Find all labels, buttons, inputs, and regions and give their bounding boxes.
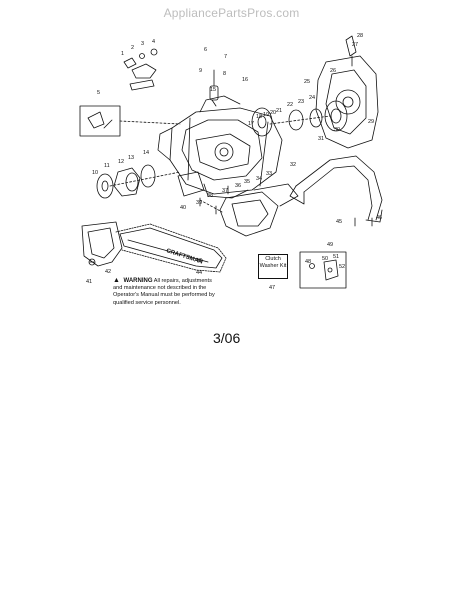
warning-heading: WARNING [123, 278, 153, 284]
front-handle [289, 155, 383, 223]
item-5-box [79, 105, 181, 137]
air-filter-parts [123, 48, 158, 91]
warning-notice: ▲ WARNING All repairs, adjustments and m… [113, 277, 217, 307]
part-number-29: 29 [368, 119, 374, 125]
part-number-35: 35 [244, 179, 250, 185]
part-number-16: 16 [242, 77, 248, 83]
cover-screws [199, 185, 229, 215]
part-number-25: 25 [304, 79, 310, 85]
part-number-10: 10 [92, 170, 98, 176]
part-number-36: 36 [235, 183, 241, 189]
part-number-51: 51 [333, 254, 339, 260]
part-number-39: 39 [196, 200, 202, 206]
part-number-52: 52 [339, 264, 345, 270]
part-number-5: 5 [97, 90, 100, 96]
guide-bar [119, 227, 223, 269]
handle-screws [354, 217, 373, 227]
part-number-11: 11 [104, 163, 110, 169]
part-number-15: 15 [210, 87, 216, 93]
starter-assembly [315, 35, 379, 149]
warning-text: All repairs, adjustments and maintenance… [113, 278, 215, 306]
part-number-48: 48 [305, 259, 311, 265]
part-number-3: 3 [141, 41, 144, 47]
part-number-30: 30 [334, 127, 340, 133]
part-number-2: 2 [131, 45, 134, 51]
clutch-parts [96, 164, 181, 199]
part-number-8: 8 [223, 71, 226, 77]
flywheel-parts [251, 100, 348, 137]
part-number-18: 18 [256, 114, 262, 120]
part-number-24: 24 [309, 95, 315, 101]
item-49-box [299, 251, 347, 289]
part-number-22: 22 [287, 102, 293, 108]
clutch-washer-kit-label: Clutch Washer Kit [258, 254, 288, 279]
part-number-41: 41 [86, 279, 92, 285]
part-number-32: 32 [290, 162, 296, 168]
part-number-33: 33 [266, 171, 272, 177]
part-number-46: 46 [376, 215, 382, 221]
sprocket-cover [177, 171, 299, 237]
part-number-31: 31 [318, 136, 324, 142]
part-number-labels: 1 2 3 4 5 6 7 8 9 10 11 12 13 14 15 16 1… [86, 33, 382, 291]
part-number-7: 7 [224, 54, 227, 60]
part-number-14: 14 [143, 150, 149, 156]
part-number-20: 20 [270, 110, 276, 116]
warning-triangle-icon: ▲ [113, 277, 120, 284]
diagram-date: 3/06 [213, 330, 241, 346]
part-number-49: 49 [327, 242, 333, 248]
part-number-21: 21 [276, 108, 282, 114]
part-number-44: 44 [196, 270, 202, 276]
part-number-38: 38 [207, 193, 213, 199]
part-number-43: 43 [196, 258, 202, 264]
part-number-45: 45 [336, 219, 342, 225]
part-number-26: 26 [330, 68, 336, 74]
engine-housing [157, 95, 283, 199]
part-number-4: 4 [152, 39, 155, 45]
part-number-9: 9 [199, 68, 202, 74]
part-number-34: 34 [256, 176, 262, 182]
part-number-47: 47 [269, 285, 275, 291]
screw-41 [88, 258, 96, 266]
part-number-40: 40 [180, 205, 186, 211]
bar-cover [81, 221, 123, 267]
part-number-13: 13 [128, 155, 134, 161]
part-number-6: 6 [204, 47, 207, 53]
part-number-27: 27 [352, 42, 358, 48]
part-number-19: 19 [263, 112, 269, 118]
spark-plug [209, 69, 219, 107]
part-number-37: 37 [222, 188, 228, 194]
watermark: AppliancePartsPros.com [163, 6, 300, 20]
part-number-12: 12 [118, 159, 124, 165]
part-number-50: 50 [322, 256, 328, 262]
part-number-17: 17 [248, 121, 254, 127]
part-number-28: 28 [357, 33, 363, 39]
part-number-42: 42 [105, 269, 111, 275]
part-number-1: 1 [121, 51, 124, 57]
part-number-23: 23 [298, 99, 304, 105]
saw-chain [115, 223, 227, 273]
